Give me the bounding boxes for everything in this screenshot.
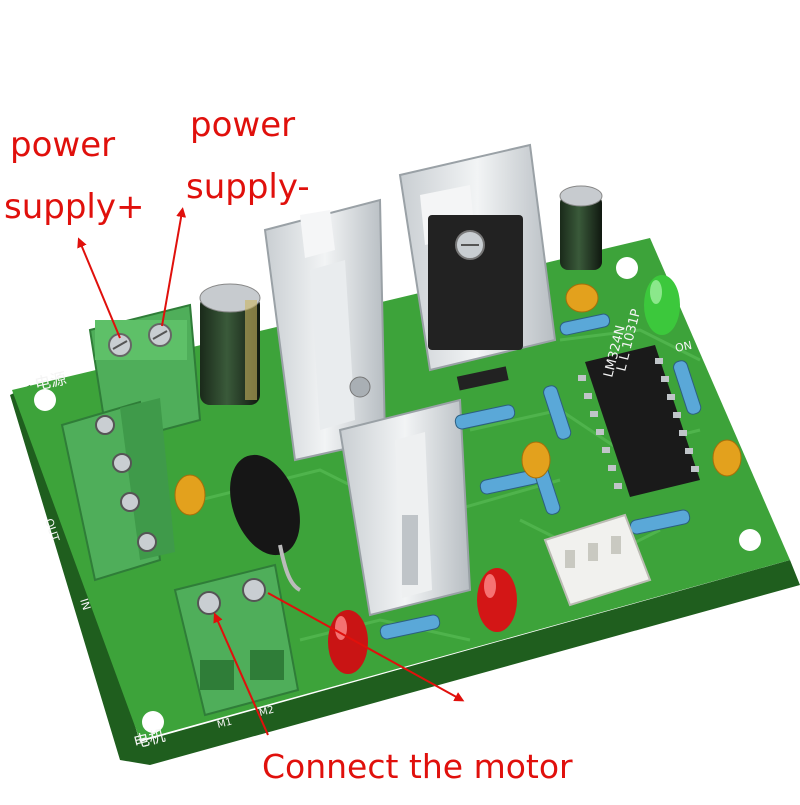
silk-on: ON bbox=[674, 339, 693, 355]
power-supply-plus-label-line1: power bbox=[10, 125, 116, 165]
power-diode bbox=[230, 454, 302, 592]
power-terminal-block bbox=[88, 303, 202, 434]
capacitor-top-right bbox=[559, 185, 603, 270]
potentiometer-connector bbox=[543, 513, 652, 607]
ic-chip: L L 1031P LM324N bbox=[578, 307, 700, 497]
arrow-power-plus-icon bbox=[77, 237, 121, 339]
ceramic-capacitors bbox=[174, 283, 742, 516]
control-terminal-block bbox=[60, 398, 175, 582]
power-supply-minus-label-line2: supply- bbox=[186, 167, 310, 207]
annotation-arrows bbox=[77, 207, 465, 736]
power-supply-minus-label-line1: power bbox=[190, 105, 296, 145]
mounting-holes bbox=[34, 257, 761, 733]
green-led bbox=[644, 275, 680, 335]
resistors bbox=[379, 313, 702, 640]
pcb-edge bbox=[10, 385, 800, 765]
capacitor-left bbox=[199, 283, 261, 405]
regulator-transistor bbox=[428, 215, 523, 350]
red-led-1 bbox=[477, 568, 517, 632]
motor-terminal-block bbox=[173, 563, 300, 717]
small-diode bbox=[456, 366, 509, 391]
heatsink-front bbox=[338, 398, 472, 617]
arrow-power-minus-icon bbox=[161, 207, 187, 327]
power-supply-plus-label-line2: supply+ bbox=[4, 187, 145, 227]
silk-m2: M2 bbox=[258, 705, 275, 719]
red-led-2 bbox=[328, 610, 368, 674]
silk-m1: M1 bbox=[216, 717, 233, 731]
heatsink-center bbox=[263, 198, 387, 462]
arrow-motor-m1-icon bbox=[213, 612, 269, 736]
connect-motor-label: Connect the motor bbox=[262, 747, 573, 786]
arrow-motor-m2-icon bbox=[267, 592, 465, 702]
silk-in: IN bbox=[77, 597, 93, 612]
